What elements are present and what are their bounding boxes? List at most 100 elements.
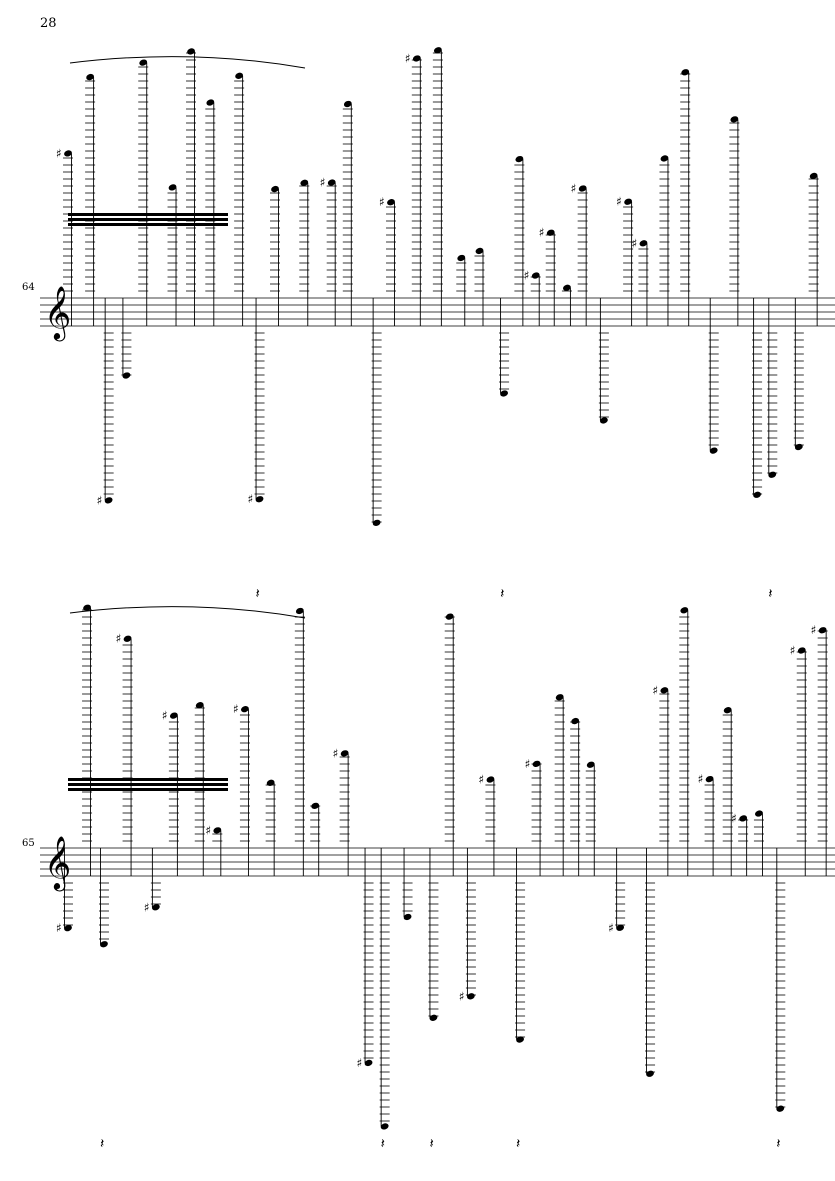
note-head <box>241 706 249 713</box>
treble-clef-icon: 𝄞 <box>44 285 71 341</box>
note-head <box>104 497 113 504</box>
note-head <box>387 199 395 206</box>
note-head <box>213 827 222 834</box>
note-head <box>646 1070 654 1077</box>
sharp-icon: ♯ <box>459 989 465 1003</box>
sharp-icon: ♯ <box>539 226 545 240</box>
note-head <box>555 694 564 701</box>
note-head <box>151 904 160 911</box>
tie-slur <box>69 606 306 619</box>
note-head <box>86 73 94 81</box>
beam <box>68 218 228 221</box>
note-head <box>169 712 178 719</box>
beam <box>68 788 228 791</box>
note-head <box>255 496 264 503</box>
beam <box>68 783 228 786</box>
beam <box>68 223 228 226</box>
note-head <box>311 802 320 809</box>
note-head <box>515 155 524 163</box>
rest-icon: 𝄽 <box>516 1136 520 1152</box>
note-head <box>122 372 131 379</box>
sharp-icon: ♯ <box>116 632 122 646</box>
note-head <box>546 229 555 236</box>
page-number: 28 <box>40 16 57 31</box>
note-head <box>571 717 580 725</box>
note-head <box>235 72 244 79</box>
note-head <box>300 179 309 186</box>
note-head <box>705 775 714 783</box>
note-head <box>681 69 690 76</box>
sharp-icon: ♯ <box>162 709 168 723</box>
note-head <box>639 240 648 247</box>
sharp-icon: ♯ <box>790 643 796 657</box>
note-head <box>563 284 571 291</box>
sharp-icon: ♯ <box>379 195 385 209</box>
note-head <box>340 750 349 757</box>
sharp-icon: ♯ <box>571 181 577 195</box>
note-head <box>206 99 215 106</box>
note-head <box>266 779 275 786</box>
note-head <box>100 941 108 948</box>
sharp-icon: ♯ <box>478 773 484 787</box>
note-head <box>83 604 91 611</box>
note-head <box>429 1014 438 1021</box>
note-head <box>327 179 336 186</box>
note-head <box>343 100 352 108</box>
note-head <box>578 185 587 192</box>
sharp-icon: ♯ <box>698 772 704 786</box>
note-head <box>776 1105 785 1112</box>
sharp-icon: ♯ <box>524 269 530 283</box>
note-head <box>723 707 732 714</box>
note-head <box>516 1036 524 1043</box>
rest-icon: 𝄽 <box>429 1136 433 1152</box>
note-head <box>271 185 279 193</box>
rest-icon: 𝄽 <box>100 1136 104 1152</box>
measure-number-65: 65 <box>22 838 35 849</box>
note-head <box>486 776 495 783</box>
note-head <box>818 627 827 634</box>
sharp-icon: ♯ <box>144 900 150 914</box>
rest-icon: 𝄽 <box>500 586 504 602</box>
note-head <box>755 810 763 817</box>
sharp-icon: ♯ <box>357 1056 363 1070</box>
sharp-icon: ♯ <box>652 683 658 697</box>
note-head <box>753 491 761 498</box>
note-head <box>445 613 454 620</box>
beam <box>68 778 228 781</box>
note-head <box>586 761 595 768</box>
rest-icon: 𝄽 <box>776 1136 780 1152</box>
note-head <box>531 272 540 279</box>
note-head <box>730 116 739 123</box>
note-head <box>794 443 803 451</box>
sharp-icon: ♯ <box>616 195 622 209</box>
note-head <box>532 760 541 767</box>
note-head <box>739 815 748 822</box>
note-head <box>500 390 508 397</box>
note-head <box>372 519 381 526</box>
note-head <box>64 925 72 932</box>
rest-icon: 𝄽 <box>768 586 772 602</box>
sharp-icon: ♯ <box>56 921 62 935</box>
note-head <box>64 150 72 157</box>
note-head <box>624 198 633 205</box>
note-head <box>660 155 669 162</box>
note-head <box>403 913 412 921</box>
note-head <box>660 687 669 694</box>
note-head <box>467 993 475 1000</box>
sharp-icon: ♯ <box>631 236 637 250</box>
note-head <box>768 471 777 478</box>
beam <box>68 213 228 216</box>
note-head <box>168 184 177 191</box>
tie-slur <box>69 56 306 69</box>
note-head <box>616 924 625 931</box>
sharp-icon: ♯ <box>320 176 326 190</box>
sharp-icon: ♯ <box>525 757 531 771</box>
note-head <box>412 55 421 62</box>
sharp-icon: ♯ <box>56 146 62 160</box>
note-head <box>809 172 818 180</box>
sharp-icon: ♯ <box>731 811 737 825</box>
note-head <box>187 48 195 55</box>
note-head <box>139 59 148 66</box>
note-head <box>195 702 204 709</box>
